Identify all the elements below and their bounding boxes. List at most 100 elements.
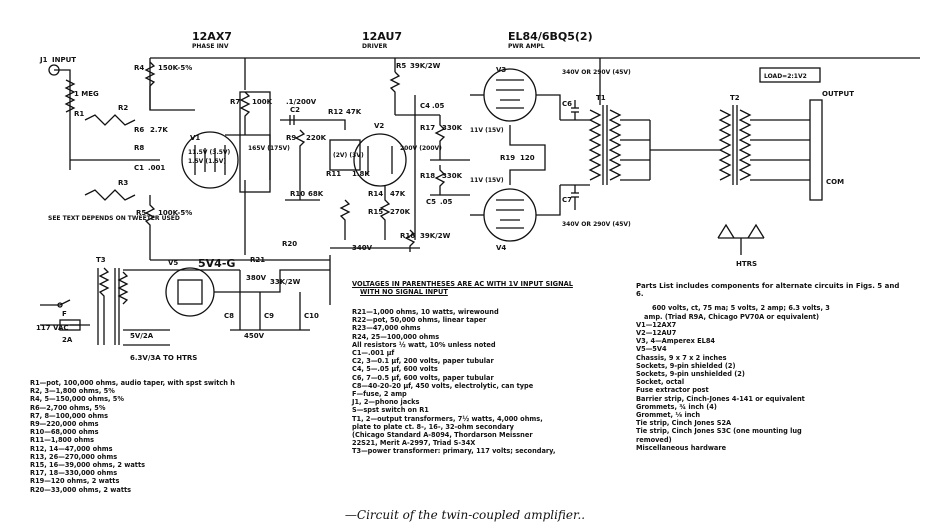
v1-role-label: PHASE INV xyxy=(192,43,229,50)
voltage-note-line2: WITH NO SIGNAL INPUT xyxy=(360,288,448,297)
list-item: V3, 4—Amperex EL84 xyxy=(636,337,715,346)
label-j1: J1 xyxy=(39,56,48,64)
label-winding2: 6.3V/3A TO HTRS xyxy=(130,354,197,362)
label-r12-val: 47K xyxy=(346,108,362,116)
label-htrs: HTRS xyxy=(736,260,757,268)
label-r10: R10 xyxy=(290,190,305,198)
label-fuse-f: F xyxy=(62,310,67,318)
parts-list-intro: Parts List includes components for alter… xyxy=(636,282,900,299)
list-item: 22S21, Merit A-2997, Triad S-34X xyxy=(352,439,476,448)
list-item: C6, 7—0.5 µf, 600 volts, paper tubular xyxy=(352,373,494,382)
v34-type-label: EL84/6BQ5(2) xyxy=(508,30,593,43)
list-item: C4, 5—.05 µf, 600 volts xyxy=(352,365,438,374)
label-c5: C5 xyxy=(426,198,436,206)
label-r15: R15 xyxy=(368,208,383,216)
list-item: R12, 14—47,000 ohms xyxy=(30,444,113,453)
label-fuse: 2A xyxy=(62,336,73,344)
voltage-note: VOLTAGES IN PARENTHESES ARE AC WITH 1V I… xyxy=(352,280,612,296)
list-item: R21—1,000 ohms, 10 watts, wirewound xyxy=(352,308,499,316)
label-r14: R14 xyxy=(368,190,383,198)
v1-type-label: 12AX7 xyxy=(192,30,232,43)
list-item: C1—.001 µf xyxy=(352,349,395,358)
label-r7: R7 xyxy=(230,98,240,106)
label-c8: C8 xyxy=(224,312,234,320)
label-r16-val-b: 39K/2W xyxy=(420,232,451,240)
label-r19-val: 120 xyxy=(520,154,535,162)
label-b-volt2: 450V xyxy=(244,332,265,340)
label-r15-val: 270K xyxy=(390,208,411,216)
label-c6: C6 xyxy=(562,100,572,108)
label-plate-v2: 340V OR 290V (45V) xyxy=(562,221,631,228)
label-r16-val: 39K/2W xyxy=(410,62,441,70)
label-v2-volt: (2V) (3V) xyxy=(333,152,364,159)
list-item: R19—120 ohms, 2 watts xyxy=(30,477,120,486)
label-load: LOAD=2:1V2 xyxy=(764,73,807,80)
label-r5: R5 xyxy=(136,209,146,217)
label-r5-val: 100K-5% xyxy=(158,209,192,217)
list-item: R9—220,000 ohms xyxy=(30,420,99,429)
list-item: plate to plate ct. 8-, 16-, 32-ohm secon… xyxy=(352,422,514,431)
label-r7-val: 100K xyxy=(252,98,273,106)
list-item: C8—40-20-20 µf, 450 volts, electrolytic,… xyxy=(352,381,534,390)
label-r6-val: 2.7K xyxy=(150,126,168,134)
center-parts-list: R21—1,000 ohms, 10 watts, wirewound R22—… xyxy=(352,308,622,456)
label-v3: V3 xyxy=(496,66,506,74)
label-r9-val: 220K xyxy=(306,134,327,142)
label-c4: C4 xyxy=(420,102,430,110)
list-item: V1—12AX7 xyxy=(636,320,677,329)
list-item: R7, 8—100,000 ohms xyxy=(30,411,108,420)
list-item: R22—pot, 50,000 ohms, linear taper xyxy=(352,316,487,325)
label-v4: V4 xyxy=(496,244,506,252)
list-item: Grommet, ⅛ inch xyxy=(636,411,701,420)
label-v3-volt: 11V (15V) xyxy=(470,127,504,134)
label-v2-out: 200V (200V) xyxy=(400,145,442,152)
list-item: R11—1,800 ohms xyxy=(30,436,95,445)
label-r1-val: 1 MEG xyxy=(74,90,99,98)
list-item: C2, 3—0.1 µf, 200 volts, paper tubular xyxy=(352,357,494,366)
label-tweeter-note: SEE TEXT DEPENDS ON TWEETER USED xyxy=(48,215,180,222)
label-v2: V2 xyxy=(374,122,384,130)
label-c5-val: .05 xyxy=(440,198,453,206)
list-item: 600 volts, ct, 75 ma; 5 volts, 2 amp; 6.… xyxy=(652,304,830,313)
label-plate-v: 340V OR 290V (45V) xyxy=(562,69,631,76)
label-output: OUTPUT xyxy=(822,90,854,98)
label-v5: V5 xyxy=(168,259,178,267)
list-item: R6—2,700 ohms, 5% xyxy=(30,403,106,412)
list-item: R20—33,000 ohms, 2 watts xyxy=(30,485,132,494)
resistor-list: R1—pot, 100,000 ohms, audio taper, with … xyxy=(30,379,340,494)
label-r17: R17 xyxy=(420,124,435,132)
list-item: (Chicago Standard A-8094, Thordarson Mei… xyxy=(352,431,533,440)
label-input: INPUT xyxy=(52,56,76,64)
label-c2-val: .1/200V xyxy=(286,98,317,106)
list-item: Tie strip, Cinch Jones S2A xyxy=(636,419,732,428)
label-c7: C7 xyxy=(562,196,572,204)
v2-role-label: DRIVER xyxy=(362,43,388,50)
list-item: R24, 25—100,000 ohms xyxy=(352,332,440,341)
label-r3: R3 xyxy=(118,179,128,187)
list-item: V2—12AU7 xyxy=(636,329,677,338)
list-item: Tie strip, Cinch Jones S3C (one mounting… xyxy=(636,427,802,436)
label-com: COM xyxy=(826,178,844,186)
label-r18-val: 330K xyxy=(442,172,463,180)
label-t1: T1 xyxy=(596,94,606,102)
label-r2: R2 xyxy=(118,104,128,112)
list-item: F—fuse, 2 amp xyxy=(352,390,407,399)
list-item: R13, 26—270,000 ohms xyxy=(30,452,118,461)
label-c9: C9 xyxy=(264,312,274,320)
v2-type-label: 12AU7 xyxy=(362,30,402,43)
list-item: All resistors ½ watt, 10% unless noted xyxy=(352,340,496,349)
label-b-plus: 340V xyxy=(352,244,373,252)
label-117vac: 117 VAC xyxy=(36,324,69,332)
label-r11: R11 xyxy=(326,170,341,178)
tube-headers: 12AX7 PHASE INV 12AU7 DRIVER EL84/6BQ5(2… xyxy=(192,30,593,50)
label-winding1: 5V/2A xyxy=(130,332,154,340)
list-item: Socket, octal xyxy=(636,378,685,387)
label-r6: R6 xyxy=(134,126,144,134)
list-item: R2, 3—1,800 ohms, 5% xyxy=(30,387,115,396)
label-t2: T2 xyxy=(730,94,740,102)
label-r12: R12 xyxy=(328,108,343,116)
label-r19: R19 xyxy=(500,154,515,162)
list-item: R4, 5—150,000 ohms, 5% xyxy=(30,395,124,404)
